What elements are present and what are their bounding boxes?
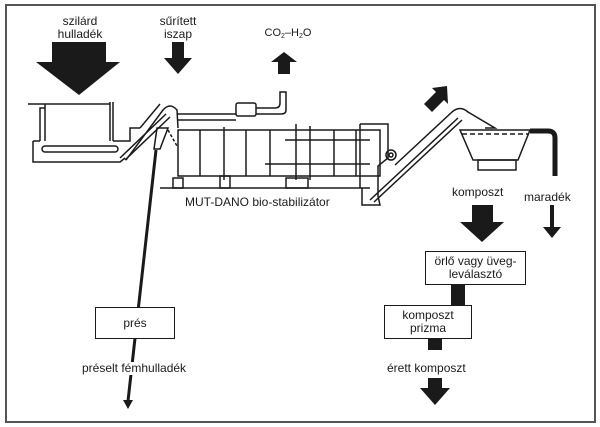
grinder-prism-connector — [451, 284, 465, 306]
screen-base — [477, 159, 517, 171]
pressed-metal-label: préselt fémhulladék — [80, 361, 189, 375]
mature-compost-arrow-head — [420, 388, 450, 405]
sludge-label-line1: sűrített — [159, 14, 197, 28]
conveyor-1-belt-b — [124, 116, 171, 161]
metal-arrow-head — [123, 400, 133, 409]
prism-line2: prizma — [409, 321, 446, 335]
air-pipe — [177, 113, 236, 121]
chute-dash — [167, 129, 178, 147]
emission-label: CO2–H2O — [258, 27, 318, 43]
screen-drum — [458, 129, 532, 161]
prism-box: komposzt prizma — [384, 305, 472, 339]
prism-output-connector — [428, 338, 442, 350]
solid-waste-arrow — [36, 42, 120, 95]
grinder-line1: örlő vagy üveg- — [434, 254, 517, 268]
conveyor-1-housing — [125, 103, 179, 161]
exhaust-arrow — [424, 86, 448, 112]
prism-line1: komposzt — [402, 308, 454, 322]
press-label: prés — [123, 315, 147, 330]
mature-compost-label: érett komposzt — [387, 361, 466, 375]
grinder-line2: leválasztó — [448, 267, 503, 281]
machine-label: MUT-DANO bio-stabilizátor — [185, 195, 330, 209]
hopper — [28, 102, 114, 141]
solid-waste-label-line1: szilárd — [62, 14, 98, 28]
grinder-box: örlő vagy üveg- leválasztó — [425, 251, 526, 285]
emission-sub1: 2 — [281, 33, 285, 40]
conveyor-2-belt-b — [373, 119, 463, 203]
emission-h: –H — [284, 27, 299, 39]
conveyor-2-belt-a — [369, 117, 459, 201]
feeder-base — [32, 127, 140, 163]
emission-arrow — [271, 52, 297, 74]
residue-arrow-head — [543, 227, 561, 238]
sludge-label: sűrített iszap — [156, 15, 200, 41]
compost-label: komposzt — [452, 185, 504, 199]
emission-o: O — [302, 27, 312, 39]
conveyor-2-housing — [394, 107, 498, 166]
residue-arrow-shaft — [550, 205, 554, 227]
pipe-filter — [235, 102, 257, 117]
solid-waste-label-line2: hulladék — [57, 27, 103, 41]
feeder-belt — [41, 145, 119, 153]
diagram-frame — [5, 4, 596, 423]
metal-chute — [153, 127, 170, 150]
sludge-label-line2: iszap — [163, 27, 192, 41]
drum — [177, 129, 381, 177]
mature-compost-arrow-shaft — [428, 378, 442, 388]
residue-label: maradék — [524, 190, 571, 204]
emission-sub2: 2 — [299, 33, 303, 40]
sludge-arrow — [164, 42, 192, 74]
solid-waste-label: szilárd hulladék — [50, 15, 110, 41]
metal-waste-line — [126, 149, 158, 402]
press-box: prés — [95, 307, 175, 339]
drive-wheel — [385, 149, 397, 161]
emission-co: CO — [264, 27, 282, 39]
compost-arrow — [460, 205, 504, 242]
conveyor-1-belt-a — [119, 113, 167, 159]
pipe-elbow — [256, 91, 287, 115]
residue-pipe — [530, 128, 558, 176]
discharge-housing — [359, 123, 389, 206]
